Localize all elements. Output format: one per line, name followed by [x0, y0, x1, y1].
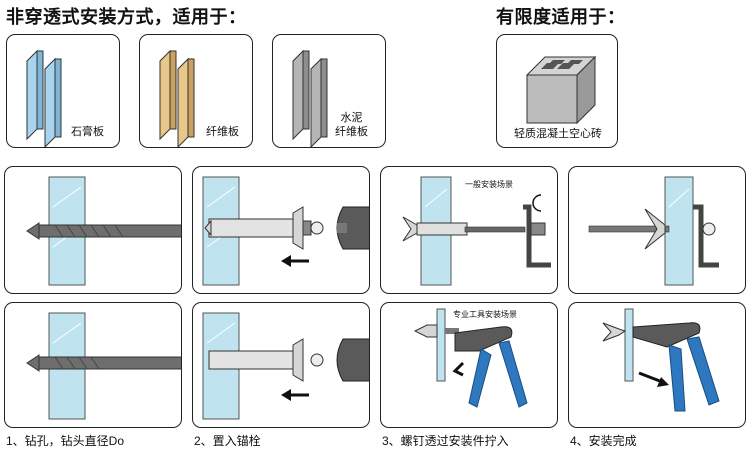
step4-complete-panel: [568, 166, 746, 294]
step1-drilled-panel: [4, 302, 182, 428]
material-label-gypsum: 石膏板: [71, 126, 104, 138]
anchor-placed-illustration: [202, 312, 369, 420]
drilling-illustration: [26, 176, 181, 286]
step-label-4: 4、安装完成: [570, 434, 637, 448]
step2-insert-panel: [192, 166, 370, 294]
screw-in-general-illustration: [402, 176, 551, 286]
material-label-fiberboard: 纤维板: [206, 126, 239, 138]
scene-note-professional: 专业工具安装场景: [453, 310, 517, 319]
step4-professional-panel: [568, 302, 746, 428]
step3-general-panel: 一般安装场景: [380, 166, 558, 294]
step-label-2: 2、置入锚栓: [194, 434, 261, 448]
material-label-hollow-block: 轻质混凝土空心砖: [514, 128, 602, 140]
material-card-gypsum: 石膏板: [6, 34, 120, 148]
heading-main: 非穿透式安装方式，适用于：: [6, 7, 247, 27]
rivet-tool-complete-illustration: [602, 308, 720, 412]
fiberboard-illustration: [159, 49, 195, 147]
material-card-cement-fiberboard: 水泥 纤维板: [272, 34, 386, 148]
heading-limited: 有限度适用于：: [496, 7, 626, 27]
scene-note-general: 一般安装场景: [465, 180, 513, 189]
step3-professional-panel: 专业工具安装场景: [380, 302, 558, 428]
material-label-cement-fiberboard: 水泥 纤维板: [335, 112, 368, 138]
step1-drilling-panel: [4, 166, 182, 294]
drill-through-illustration: [26, 312, 181, 420]
hollow-block-illustration: [525, 55, 597, 125]
material-card-fiberboard: 纤维板: [139, 34, 253, 148]
cement-fiberboard-illustration: [292, 49, 328, 147]
material-card-hollow-block: 轻质混凝土空心砖: [496, 34, 618, 148]
step-label-1: 1、钻孔，钻头直径Do: [6, 434, 125, 448]
gypsum-board-illustration: [26, 49, 62, 147]
step-label-3: 3、螺钉透过安装件拧入: [382, 434, 509, 448]
insert-anchor-illustration: [202, 176, 369, 286]
rivet-tool-illustration: [413, 308, 528, 408]
install-complete-illustration: [588, 176, 719, 286]
step2-placed-panel: [192, 302, 370, 428]
